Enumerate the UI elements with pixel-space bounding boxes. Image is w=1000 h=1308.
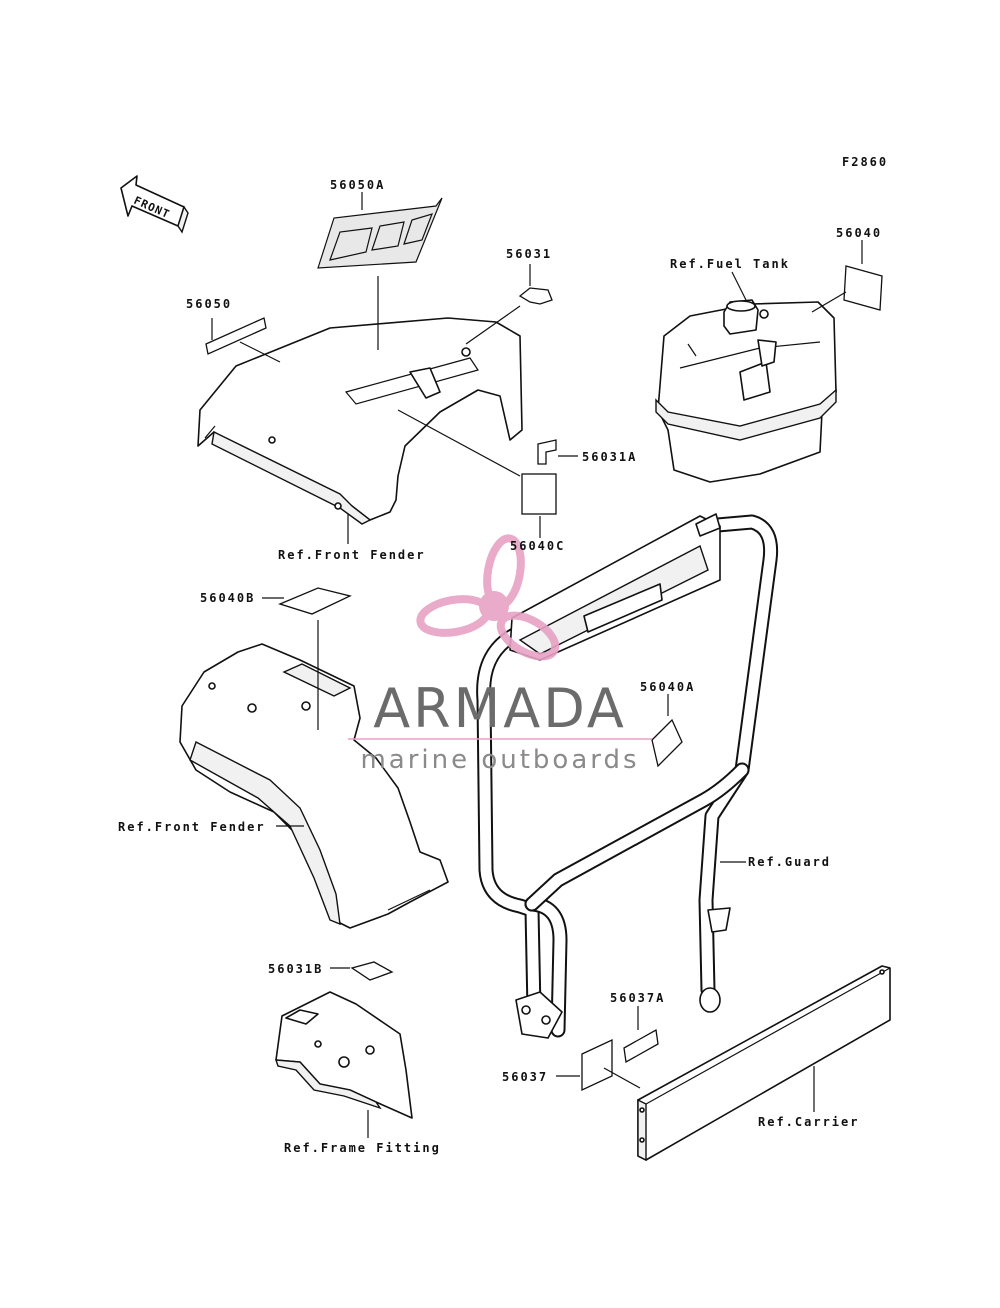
decal-56037A: [623, 1028, 659, 1064]
label-56050A: 56050A: [330, 178, 385, 192]
decal-56040B: [278, 587, 352, 615]
label-56040: 56040: [836, 226, 882, 240]
decal-56031B: [350, 961, 394, 981]
decal-56037: [581, 1038, 613, 1092]
watermark-brand: ARMADA: [373, 677, 627, 740]
label-56040A: 56040A: [640, 680, 695, 694]
decal-56050: [205, 317, 267, 355]
decal-56031: [518, 287, 553, 305]
label-56031: 56031: [506, 247, 552, 261]
armada-logo: [416, 534, 560, 661]
label-56031B: 56031B: [268, 962, 323, 976]
label-56037: 56037: [502, 1070, 548, 1084]
decal-56040: [843, 265, 883, 311]
label-ref-front-fender-top: Ref.Front Fender: [278, 548, 426, 562]
label-ref-front-fender-left: Ref.Front Fender: [118, 820, 266, 834]
front-fender-lower: [179, 643, 449, 929]
label-56037A: 56037A: [610, 991, 665, 1005]
label-ref-frame-fitting: Ref.Frame Fitting: [284, 1141, 441, 1155]
front-fender-upper: [197, 317, 523, 525]
frame-fitting: [275, 991, 413, 1119]
label-ref-guard: Ref.Guard: [748, 855, 831, 869]
fuel-tank: [655, 299, 837, 483]
label-56050: 56050: [186, 297, 232, 311]
label-56040B: 56040B: [200, 591, 255, 605]
carrier-panel: [637, 965, 891, 1162]
decal-56040C: [521, 473, 557, 515]
figure-code: F2860: [842, 155, 888, 169]
label-ref-carrier: Ref.Carrier: [758, 1115, 859, 1129]
watermark-tagline: marine outboards: [360, 745, 639, 775]
decal-56050A: [317, 197, 443, 269]
label-ref-fuel-tank: Ref.Fuel Tank: [670, 257, 790, 271]
label-56040C: 56040C: [510, 539, 565, 553]
guard-frame: [476, 513, 779, 1039]
decal-56031A: [537, 439, 557, 465]
decal-56040A: [651, 718, 683, 768]
front-arrow-icon: FRONT: [120, 175, 189, 234]
label-56031A: 56031A: [582, 450, 637, 464]
